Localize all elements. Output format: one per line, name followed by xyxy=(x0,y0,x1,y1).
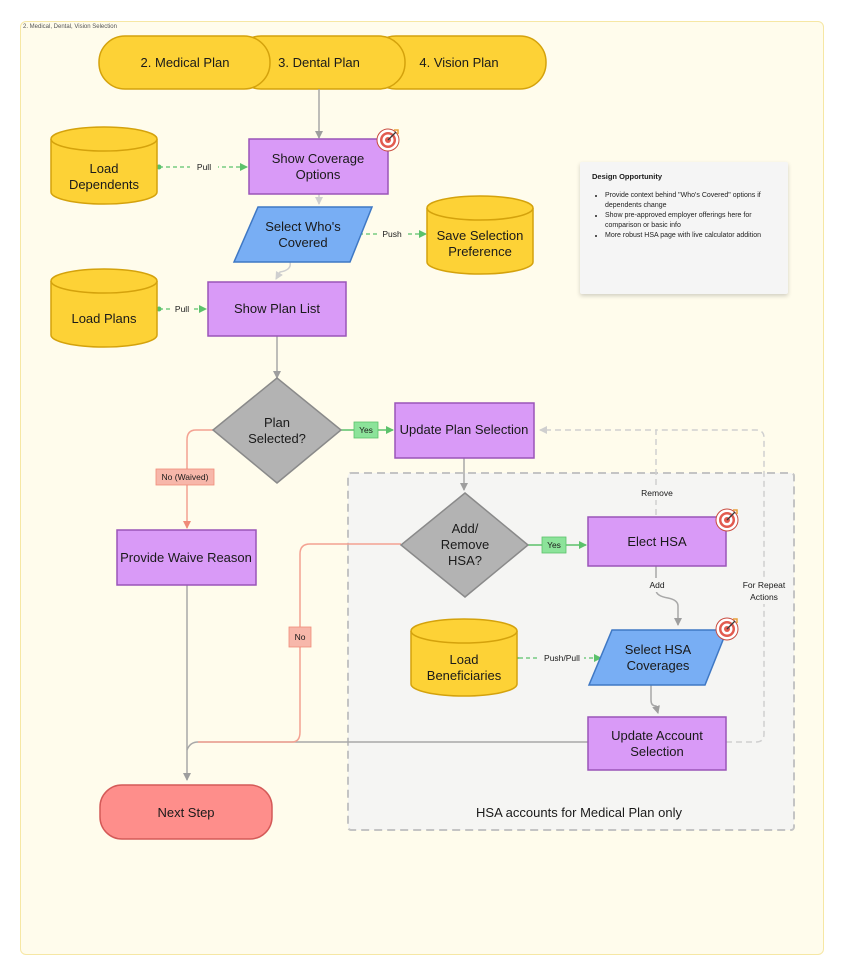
datastore-load-beneficiaries: Load Beneficiaries xyxy=(410,618,518,697)
design-opportunity-note: Design Opportunity Provide context behin… xyxy=(580,162,788,294)
node-label: Options xyxy=(296,167,341,182)
plan-tabs: 2. Medical Plan 3. Dental Plan 4. Vision… xyxy=(98,35,547,90)
edge-label-pull: Pull xyxy=(175,304,189,314)
datastore-load-dependents: Load Dependents xyxy=(50,126,158,205)
note-bullet: More robust HSA page with live calculato… xyxy=(605,231,776,241)
edge-label-add: Add xyxy=(649,580,664,590)
edge-label-repeat: For Repeat xyxy=(743,580,786,590)
decision-add-remove-hsa: Add/ Remove HSA? xyxy=(399,492,530,598)
target-icon xyxy=(715,617,739,641)
process-show-coverage: Show Coverage Options xyxy=(248,138,389,195)
tab-medical-plan[interactable] xyxy=(98,35,271,90)
input-select-whos-covered: Select Who's Covered xyxy=(232,206,374,263)
node-label: Coverages xyxy=(627,658,690,673)
note-bullet: Provide context behind "Who's Covered" o… xyxy=(605,191,776,211)
node-label: Next Step xyxy=(157,805,214,820)
terminal-next-step: Next Step xyxy=(99,784,273,840)
edge-select-to-planlist xyxy=(275,261,292,280)
node-label: Show Coverage xyxy=(272,151,365,166)
node-label: Load xyxy=(450,652,479,667)
node-label: Remove xyxy=(441,537,489,552)
edge-label-repeat: Actions xyxy=(750,592,778,602)
input-select-hsa-coverages: Select HSA Coverages xyxy=(587,629,729,686)
process-update-account-selection: Update Account Selection xyxy=(587,716,727,771)
edge-labels: Pull Push Pull Yes No (Waived) Yes No Re… xyxy=(155,160,790,665)
process-provide-waive-reason: Provide Waive Reason xyxy=(116,529,257,586)
target-icon xyxy=(376,128,400,152)
process-elect-hsa: Elect HSA xyxy=(587,516,727,567)
node-label: Covered xyxy=(278,235,327,250)
node-label: HSA? xyxy=(448,553,482,568)
note-bullets: Provide context behind "Who's Covered" o… xyxy=(592,191,776,241)
frame-label: 2. Medical, Dental, Vision Selection xyxy=(23,24,117,30)
process-show-plan-list: Show Plan List xyxy=(207,281,347,337)
decision-plan-selected: Plan Selected? xyxy=(211,377,343,484)
node-label: Selected? xyxy=(248,431,306,446)
node-label: Update Account xyxy=(611,728,703,743)
edge-label-yes: Yes xyxy=(547,540,561,550)
node-label: Show Plan List xyxy=(234,301,320,316)
edge-select-hsa-to-update-account xyxy=(650,685,660,714)
node-label: Elect HSA xyxy=(627,534,687,549)
node-label: Plan xyxy=(264,415,290,430)
edge-label-no-waived: No (Waived) xyxy=(162,472,209,482)
edge-label-push-pull: Push/Pull xyxy=(544,653,580,663)
node-label: Dependents xyxy=(69,177,140,192)
node-label: Beneficiaries xyxy=(427,668,502,683)
edge-no-waived xyxy=(183,429,213,529)
datastore-save-selection: Save Selection Preference xyxy=(426,195,534,275)
edge-label-yes: Yes xyxy=(359,425,373,435)
hsa-group-label: HSA accounts for Medical Plan only xyxy=(476,805,682,820)
target-icon xyxy=(715,508,739,532)
node-label: Preference xyxy=(448,244,512,259)
tab-label: 3. Dental Plan xyxy=(278,55,360,70)
node-label: Load Plans xyxy=(71,311,137,326)
process-update-plan-selection: Update Plan Selection xyxy=(394,402,535,459)
edge-label-no: No xyxy=(295,632,306,642)
datastore-load-plans: Load Plans xyxy=(50,268,158,348)
tab-label: 2. Medical Plan xyxy=(141,55,230,70)
node-label: Add/ xyxy=(452,521,479,536)
edge-label-remove: Remove xyxy=(641,488,673,498)
node-label: Select Who's xyxy=(265,219,341,234)
note-bullet: Show pre-approved employer offerings her… xyxy=(605,211,776,231)
node-label: Select HSA xyxy=(625,642,692,657)
edge-label-push: Push xyxy=(382,229,402,239)
tab-label: 4. Vision Plan xyxy=(419,55,498,70)
node-label: Load xyxy=(90,161,119,176)
edge-account-to-next xyxy=(186,741,588,751)
edge-label-pull: Pull xyxy=(197,162,211,172)
node-label: Save Selection xyxy=(437,228,524,243)
node-label: Selection xyxy=(630,744,683,759)
note-title: Design Opportunity xyxy=(592,172,662,181)
edge-elect-to-select-hsa xyxy=(655,566,682,626)
node-label: Update Plan Selection xyxy=(400,422,529,437)
node-label: Provide Waive Reason xyxy=(120,550,252,565)
